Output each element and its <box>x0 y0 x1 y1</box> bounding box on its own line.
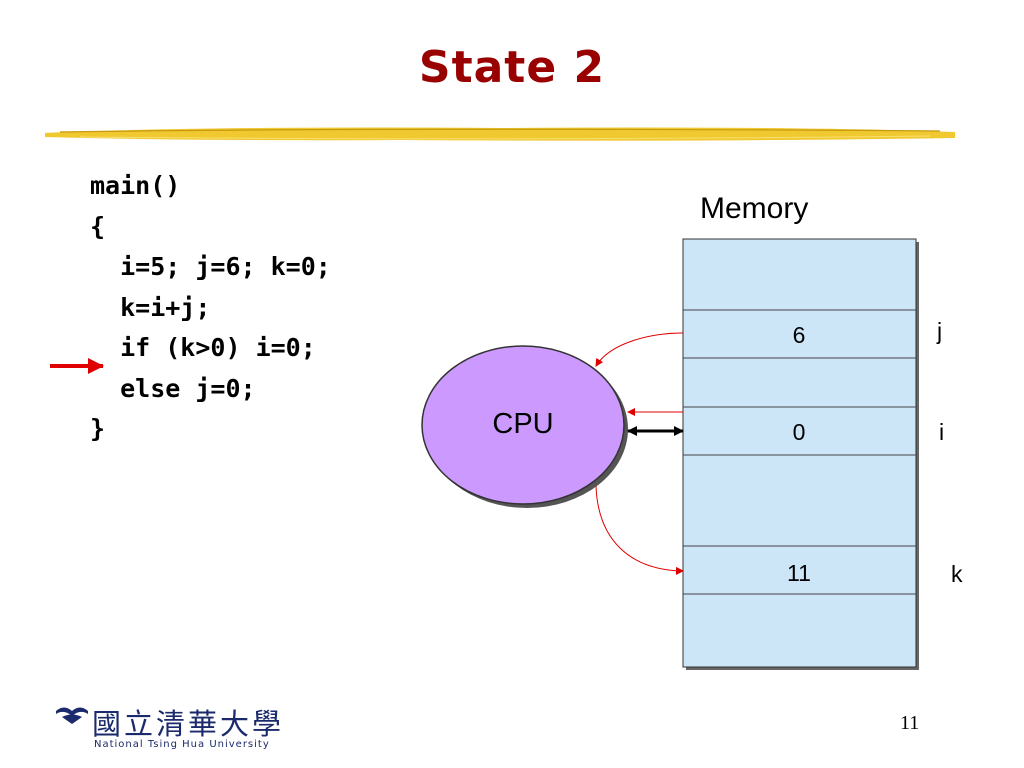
code-block: main() { i=5; j=6; k=0; k=i+j; if (k>0) … <box>90 166 331 450</box>
memory-cell-value: 11 <box>787 560 811 586</box>
code-line: i=5; j=6; k=0; <box>90 252 331 281</box>
university-emblem-icon <box>56 707 88 724</box>
code-line: } <box>90 414 106 443</box>
memory-cell-value: 0 <box>792 419 806 445</box>
code-line: { <box>90 211 106 241</box>
write-k-arrow <box>595 485 684 575</box>
code-line-current: if (k>0) i=0; <box>90 333 316 362</box>
code-line: else j=0; <box>90 373 256 403</box>
logo-name-english: National Tsing Hua University <box>94 739 270 750</box>
slide-title: State 2 <box>418 42 606 93</box>
page-number: 11 <box>900 712 920 734</box>
code-line: k=i+j; <box>90 292 211 322</box>
title-rule <box>45 127 955 141</box>
memory-cell-value: 6 <box>792 322 806 348</box>
code-line: main() <box>90 171 181 200</box>
memory-label: Memory <box>700 192 809 225</box>
variable-label: i <box>939 419 945 445</box>
logo-name-chinese: 國立清華大學 <box>92 707 285 741</box>
memory-block <box>682 238 919 670</box>
variable-label: k <box>951 561 963 587</box>
variable-label: j <box>937 318 943 344</box>
read-j-arrow <box>595 332 684 367</box>
cpu-label: CPU <box>492 408 554 440</box>
cpu-node <box>421 345 628 508</box>
